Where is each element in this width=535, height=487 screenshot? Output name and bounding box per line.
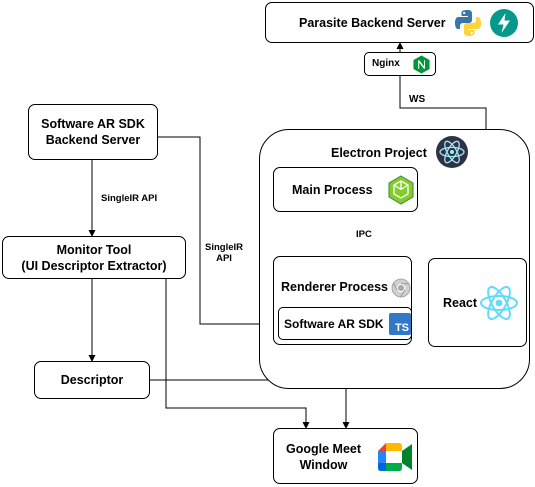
monitor-tool-label-line2: (UI Descriptor Extractor) <box>21 258 167 273</box>
chrome-icon <box>391 278 411 298</box>
google-meet-icon <box>378 443 412 471</box>
google-meet-window-node: Google Meet Window <box>273 428 418 484</box>
typescript-icon: TS <box>389 313 411 335</box>
nginx-label: Nginx <box>372 58 400 69</box>
fastapi-icon <box>490 9 518 37</box>
parasite-backend-label: Parasite Backend Server <box>299 15 446 30</box>
main-process-node: Main Process <box>273 167 418 212</box>
sdk-backend-label-line2: Backend Server <box>45 133 141 147</box>
react-node: React <box>428 258 527 347</box>
signalr-api-label-2: SingleIR API <box>205 242 244 264</box>
google-meet-label-line1: Google Meet <box>286 442 362 456</box>
main-process-label: Main Process <box>292 182 373 197</box>
google-meet-label-line2: Window <box>299 458 348 472</box>
nginx-node: Nginx <box>364 52 436 76</box>
software-ar-sdk-node: Software AR SDK TS <box>278 307 412 340</box>
react-label: React <box>443 295 478 310</box>
sdk-backend-label-line1: Software AR SDK <box>41 117 145 131</box>
monitor-tool-label-line1: Monitor Tool <box>56 242 132 257</box>
ws-edge-label: WS <box>409 94 426 105</box>
signalr-api-label-1: SingleIR API <box>101 193 158 204</box>
electron-project-label: Electron Project <box>331 146 427 160</box>
software-ar-sdk-label: Software AR SDK <box>284 316 384 331</box>
sdk-backend-server-node: Software AR SDK Backend Server <box>28 104 158 160</box>
ipc-edge-label: IPC <box>356 229 372 240</box>
descriptor-label: Descriptor <box>60 373 124 387</box>
descriptor-node: Descriptor <box>34 361 150 399</box>
python-icon <box>455 10 481 36</box>
nginx-icon <box>413 55 430 74</box>
monitor-tool-node: Monitor Tool (UI Descriptor Extractor) <box>2 236 186 279</box>
electron-icon <box>436 136 468 168</box>
react-icon <box>480 286 518 320</box>
renderer-process-label: Renderer Process <box>281 280 389 294</box>
nodejs-icon <box>388 175 414 205</box>
edge-monitor-meet <box>165 279 310 429</box>
parasite-backend-server-node: Parasite Backend Server <box>265 2 534 43</box>
typescript-icon-text: TS <box>394 322 409 334</box>
edge-signalr-sdk <box>158 136 277 328</box>
